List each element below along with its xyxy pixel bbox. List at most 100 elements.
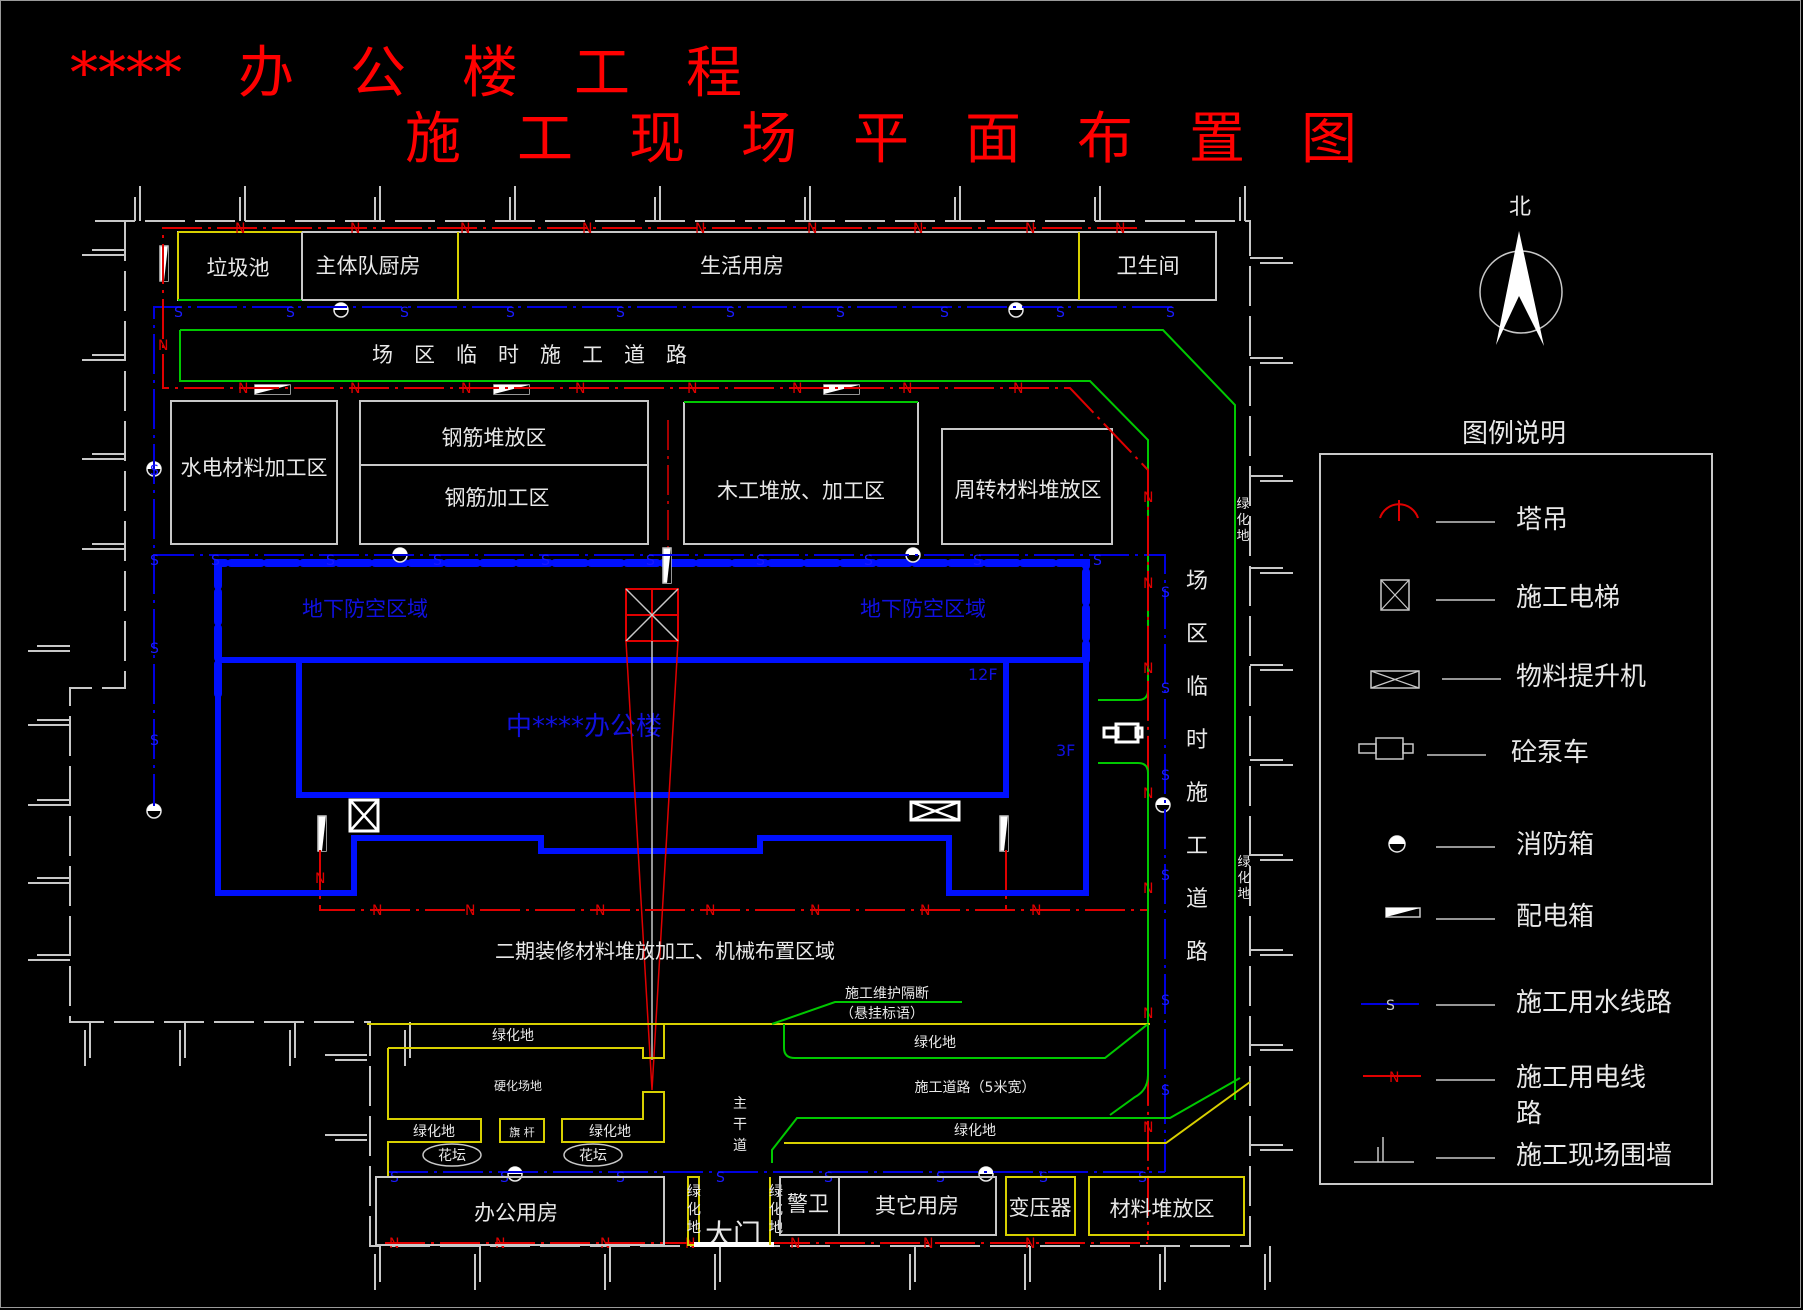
power-line-marker: N — [1143, 661, 1153, 677]
power-line-marker: N — [1143, 576, 1153, 592]
water-line-marker: S — [1161, 681, 1170, 697]
north-arrow-icon — [1496, 231, 1544, 346]
distribution-box-icon — [662, 547, 672, 584]
water-line-marker: S — [433, 553, 442, 569]
water-line-marker: S — [150, 733, 159, 749]
power-line-marker: N — [1025, 1236, 1035, 1252]
legend-label: 施工电梯 — [1516, 583, 1620, 613]
construction-elevator-icon — [1380, 579, 1410, 611]
title-line-1: **** 办 公 楼 工 程 — [70, 41, 742, 106]
tower-crane-icon — [1379, 500, 1419, 521]
water-line-marker: S — [940, 305, 949, 321]
area-air-defense-left: 地下防空区域 — [302, 597, 428, 621]
water-line-marker: S — [836, 305, 845, 321]
distribution-boxes — [159, 245, 1009, 852]
work-zones: 水电材料加工区 钢筋堆放区 钢筋加工区 木工堆放、加工区 周转材料堆放区 — [170, 400, 1113, 545]
fire-box-icon — [146, 803, 162, 819]
temp-road-right-char: 路 — [1186, 940, 1208, 965]
power-line-marker: N — [1013, 381, 1023, 397]
distribution-box-icon — [493, 384, 530, 395]
area-air-defense-right: 地下防空区域 — [860, 597, 986, 621]
green-gate-left-char: 地 — [687, 1220, 701, 1236]
green-gate-left-char: 绿 — [687, 1184, 701, 1200]
power-line-marker: N — [460, 221, 470, 237]
water-line-marker: S — [1161, 585, 1170, 601]
area-green-right-small: 绿化地 — [589, 1124, 631, 1140]
area-transformer: 变压器 — [1009, 1196, 1072, 1220]
legend-item: 塔吊 — [1379, 500, 1568, 535]
area-living-quarters: 生活用房 — [700, 254, 784, 278]
area-garbage-pool: 垃圾池 — [207, 256, 270, 280]
water-line-marker: S — [150, 641, 159, 657]
water-line-marker: S — [864, 553, 873, 569]
legend-item: 砼泵车 — [1358, 737, 1589, 768]
water-line-marker: S — [1056, 305, 1065, 321]
legend-label: 施工现场围墙 — [1516, 1141, 1672, 1171]
label-partition-2: （悬挂标语） — [840, 1006, 924, 1022]
power-line-marker: N — [810, 903, 820, 919]
water-line-marker: S — [541, 553, 550, 569]
distribution-box-icon — [823, 384, 860, 395]
water-line-marker: S — [1166, 305, 1175, 321]
water-line-marker: S — [1161, 1083, 1170, 1099]
power-line-marker: N — [1031, 903, 1041, 919]
fire-box-icon — [1155, 797, 1171, 813]
legend-power-marker: N — [1389, 1070, 1399, 1086]
water-line-marker: S — [400, 305, 409, 321]
fire-box-icon — [333, 302, 349, 318]
south-area: 二期装修材料堆放加工、机械布置区域 施工维护隔断 （悬挂标语） 绿化地 施工道路… — [367, 939, 1251, 1251]
area-green-mid: 绿化地 — [914, 1035, 956, 1051]
compass-north-label: 北 — [1509, 195, 1531, 220]
green-right-1-char: 化 — [1236, 513, 1249, 528]
area-other-rooms: 其它用房 — [875, 1194, 959, 1218]
area-kitchen: 主体队厨房 — [316, 254, 421, 278]
legend-item: 配电箱 — [1385, 902, 1594, 932]
water-line-marker: S — [1161, 768, 1170, 784]
water-line-marker: S — [326, 553, 335, 569]
power-line-marker: N — [1143, 490, 1153, 506]
water-line-marker: S — [1093, 553, 1102, 569]
label-partition-1: 施工维护隔断 — [845, 986, 929, 1002]
distribution-box-icon — [254, 384, 291, 395]
temp-road-right-char: 时 — [1186, 728, 1208, 753]
concrete-pump-truck-icon — [1358, 737, 1414, 760]
legend-label: 塔吊 — [1516, 505, 1568, 535]
legend-heading: 图例说明 — [1462, 419, 1566, 449]
legend-box — [1319, 453, 1713, 1185]
power-line-marker: N — [350, 221, 360, 237]
distribution-box-icon — [317, 815, 327, 852]
water-line-marker: S — [150, 553, 159, 569]
site-wall — [28, 186, 1293, 1290]
flower-bed-1: 花坛 — [438, 1148, 466, 1164]
area-temp-road-top: 场 区 临 时 施 工 道 路 — [372, 343, 687, 367]
water-line-marker: S — [506, 305, 515, 321]
fire-box-icon — [1388, 835, 1406, 853]
legend-label: 施工用水线路 — [1516, 988, 1672, 1018]
power-line-icon: N — [1363, 1070, 1421, 1086]
power-line-marker: N — [315, 871, 325, 887]
green-right-1-char: 绿 — [1236, 497, 1249, 512]
water-line-marker: S — [716, 1170, 725, 1186]
area-carpentry: 木工堆放、加工区 — [717, 479, 885, 503]
area-rebar-storage: 钢筋堆放区 — [442, 426, 547, 450]
power-line-marker: N — [582, 221, 592, 237]
material-hoist — [909, 800, 961, 822]
construction-elevator — [348, 798, 380, 833]
area-green-left-small: 绿化地 — [413, 1124, 455, 1140]
water-line-marker: S — [211, 553, 220, 569]
area-office-rooms: 办公用房 — [474, 1201, 558, 1225]
power-line-marker: N — [1143, 1120, 1153, 1136]
power-line-marker: N — [1025, 221, 1035, 237]
area-rebar-processing: 钢筋加工区 — [445, 486, 550, 510]
concrete-pump-truck — [1102, 722, 1144, 744]
main-road-char: 主 — [733, 1096, 747, 1112]
legend-item: 施工现场围墙 — [1354, 1137, 1672, 1171]
legend-label: 施工用电线 — [1516, 1063, 1646, 1093]
distribution-box-icon — [1385, 907, 1421, 918]
area-office-building: 中****办公楼 — [506, 712, 662, 742]
legend-label: 物料提升机 — [1516, 662, 1646, 692]
